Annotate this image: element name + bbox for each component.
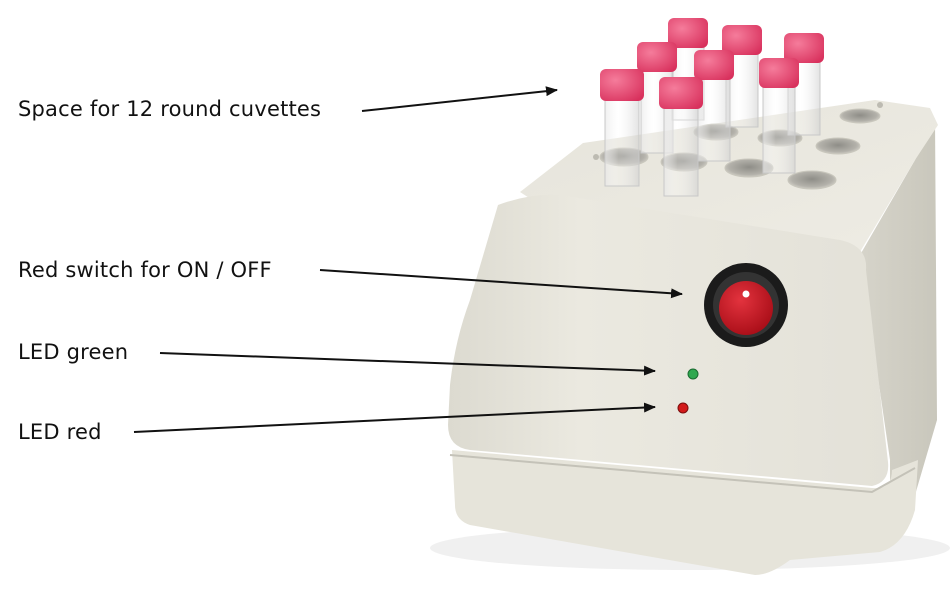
led-green <box>687 368 699 380</box>
led-red <box>677 402 689 414</box>
cuvette-hole <box>839 108 881 124</box>
cuvette-tube <box>600 69 644 187</box>
label-switch: Red switch for ON / OFF <box>18 258 272 282</box>
cuvette-hole <box>787 170 837 190</box>
power-switch[interactable] <box>704 263 788 347</box>
cuvette-tube <box>694 50 734 162</box>
label-led-green: LED green <box>18 340 129 364</box>
screw <box>593 154 599 160</box>
arrow-switch <box>319 269 683 299</box>
arrow-cuvettes <box>361 86 558 112</box>
arrow-led-red <box>133 402 656 433</box>
cuvette-hole <box>815 137 861 155</box>
label-led-red: LED red <box>18 420 102 444</box>
cuvette-tube <box>659 77 703 197</box>
base-seam <box>449 454 916 494</box>
device-side <box>860 118 937 500</box>
cuvette-tube <box>759 58 799 174</box>
device-front <box>448 194 889 486</box>
device-base <box>452 450 918 575</box>
screw <box>877 102 883 108</box>
label-cuvettes: Space for 12 round cuvettes <box>18 97 322 121</box>
cuvette-tubes <box>600 18 824 197</box>
arrow-led-green <box>159 352 656 376</box>
